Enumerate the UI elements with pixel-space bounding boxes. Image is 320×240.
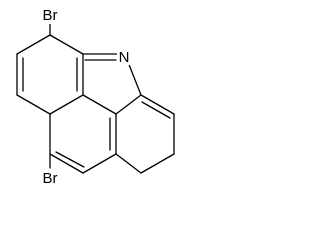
atom-label-nitrogen: N	[119, 49, 130, 66]
bond-c7-c9-inner	[141, 101, 171, 119]
bond-c13-c14-inner	[55, 151, 85, 168]
atom-label-bromine-top: Br	[43, 7, 58, 24]
bond-c8-c5	[82, 94, 117, 115]
bond-c13-c14	[49, 153, 84, 174]
bond-c4-c5	[49, 94, 84, 115]
atom-label-bromine-bottom: Br	[43, 170, 58, 187]
bond-c1-c2	[16, 34, 51, 55]
bond-c11-c12	[115, 153, 142, 174]
bond-c3-c4	[16, 94, 51, 115]
bond-c7-c9	[140, 94, 175, 115]
bond-c10-c11	[140, 153, 175, 174]
bond-c7-c8	[115, 94, 142, 115]
atom-label-group: Br N Br	[36, 6, 131, 187]
bond-c14-c12	[82, 153, 117, 174]
bond-c6-c1	[49, 34, 84, 55]
bond-n-c7	[127, 61, 142, 96]
bond-group	[16, 23, 175, 174]
molecule-structure: Br N Br	[16, 6, 175, 187]
